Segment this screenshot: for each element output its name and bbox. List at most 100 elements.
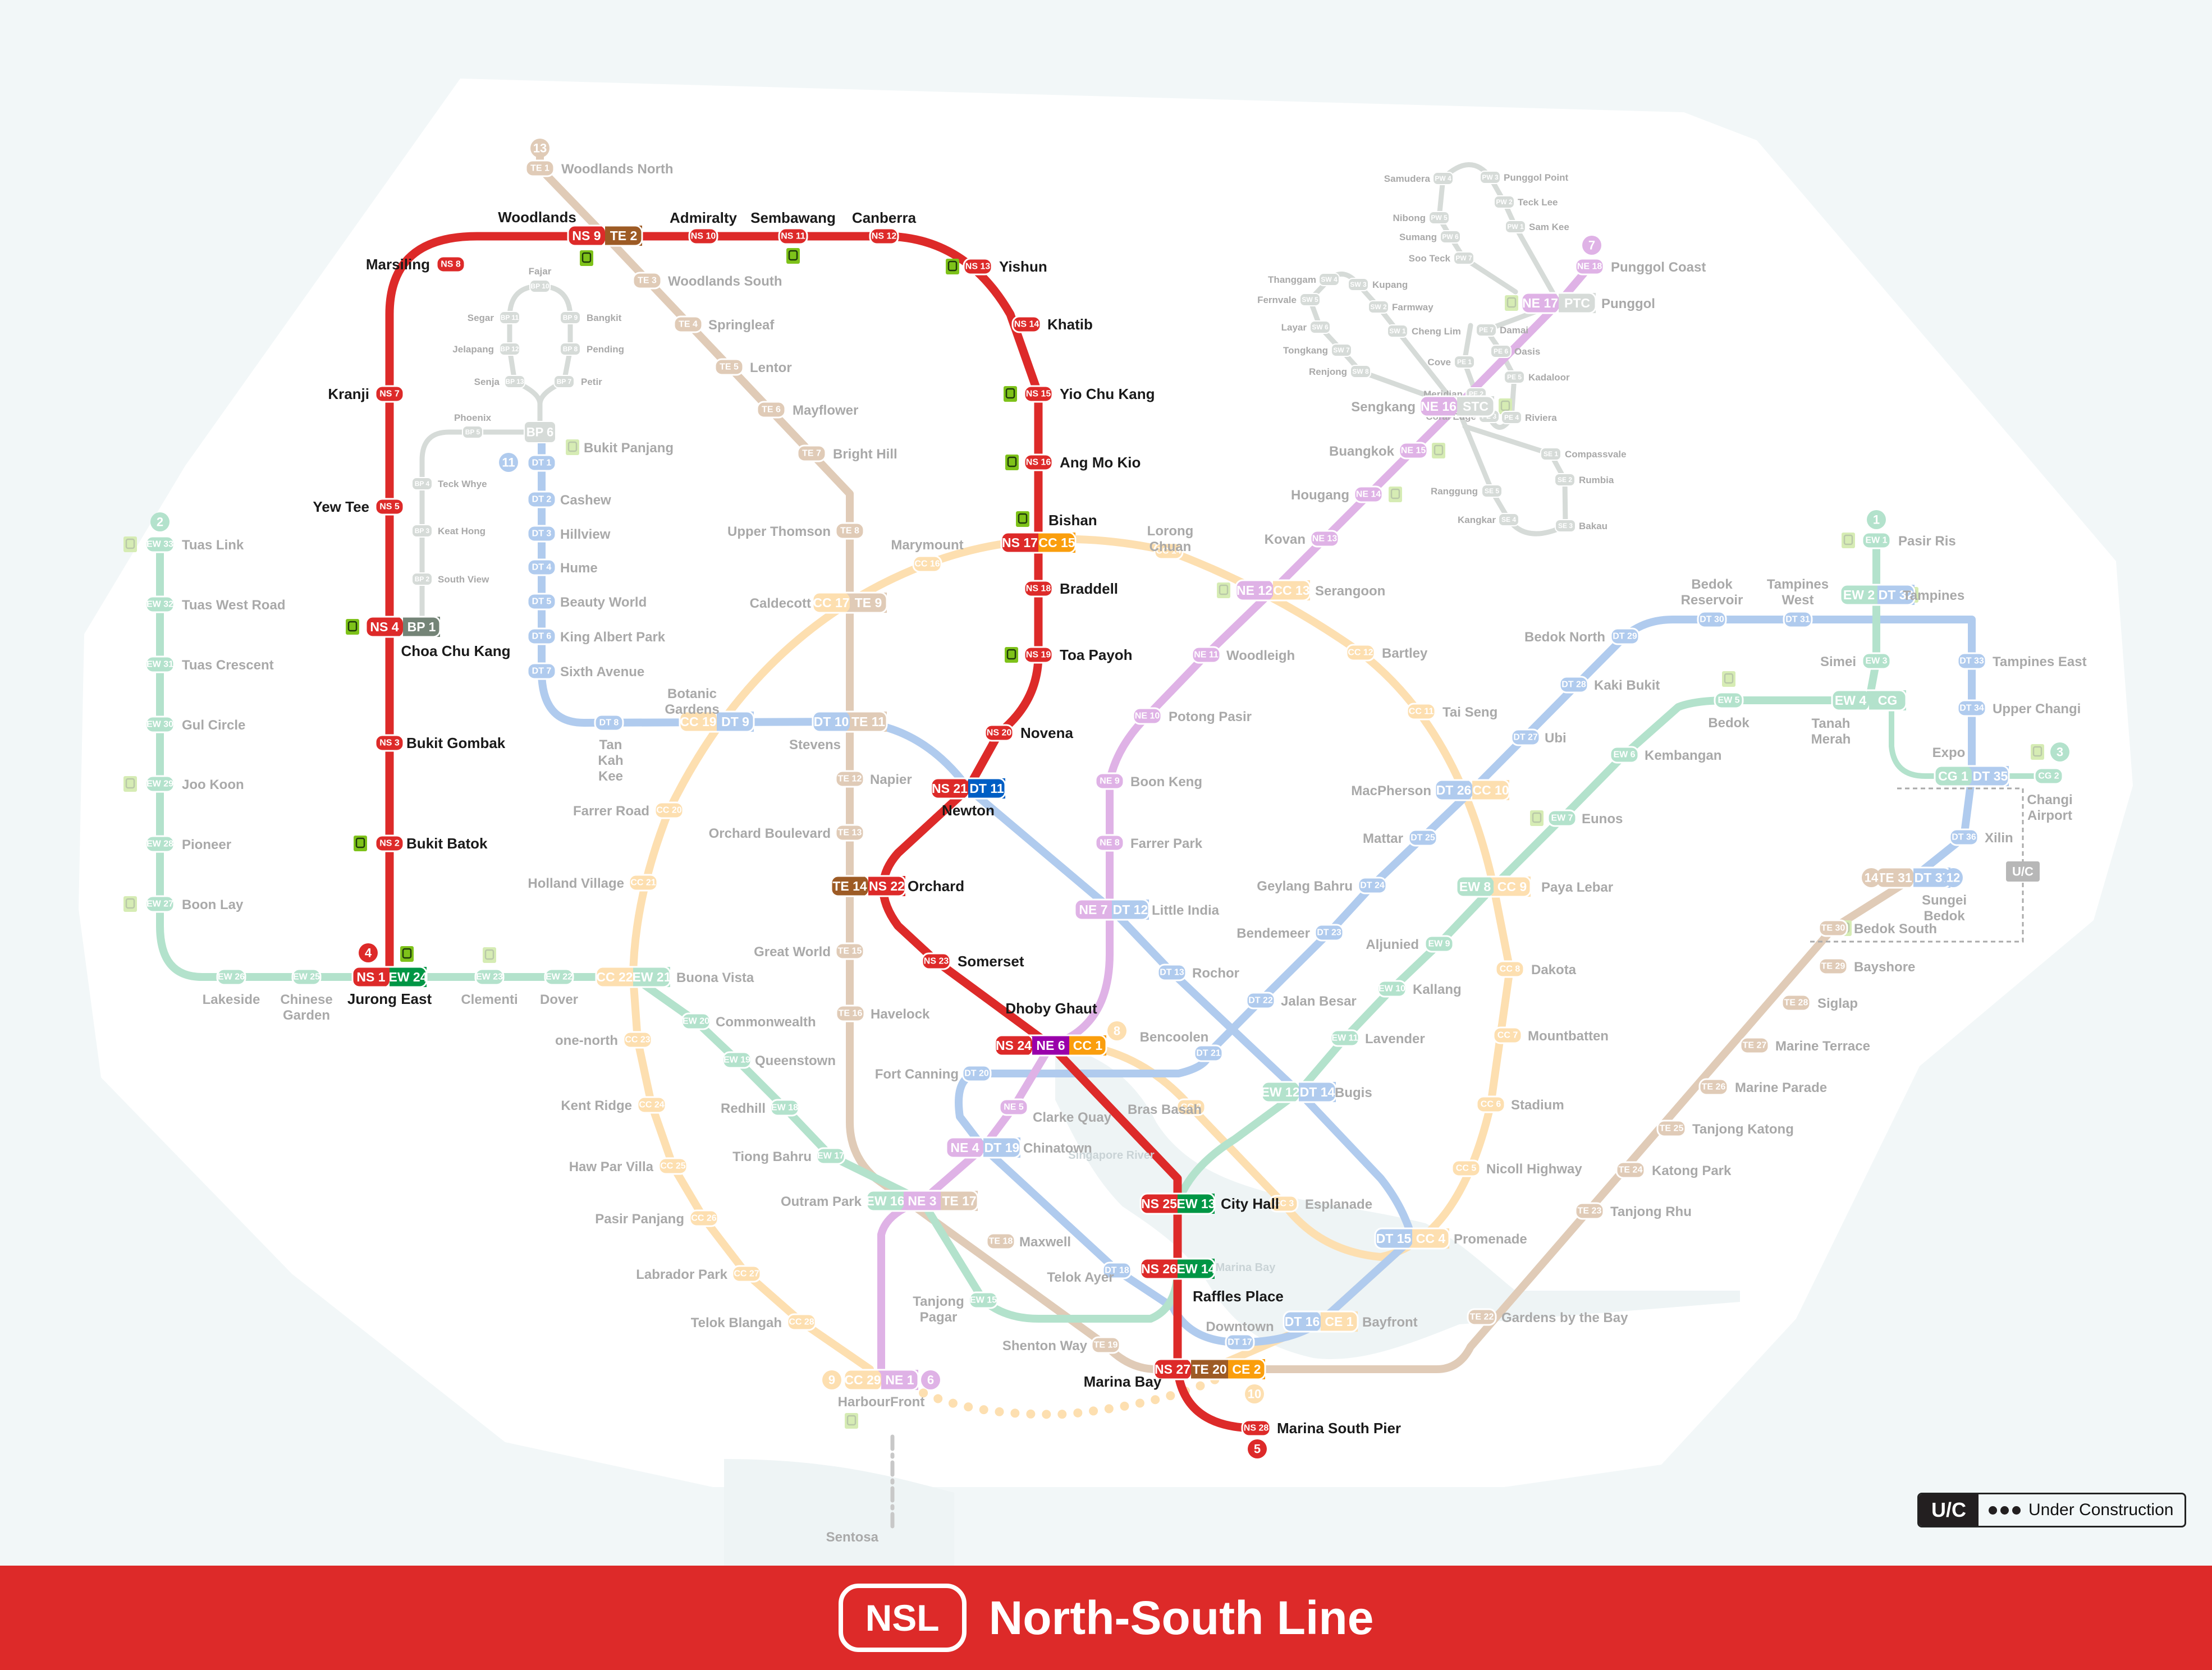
lrt-station-bp6[interactable]: BP 6 [524,421,556,443]
station-sentosa[interactable]: Sentosa [826,1530,879,1545]
